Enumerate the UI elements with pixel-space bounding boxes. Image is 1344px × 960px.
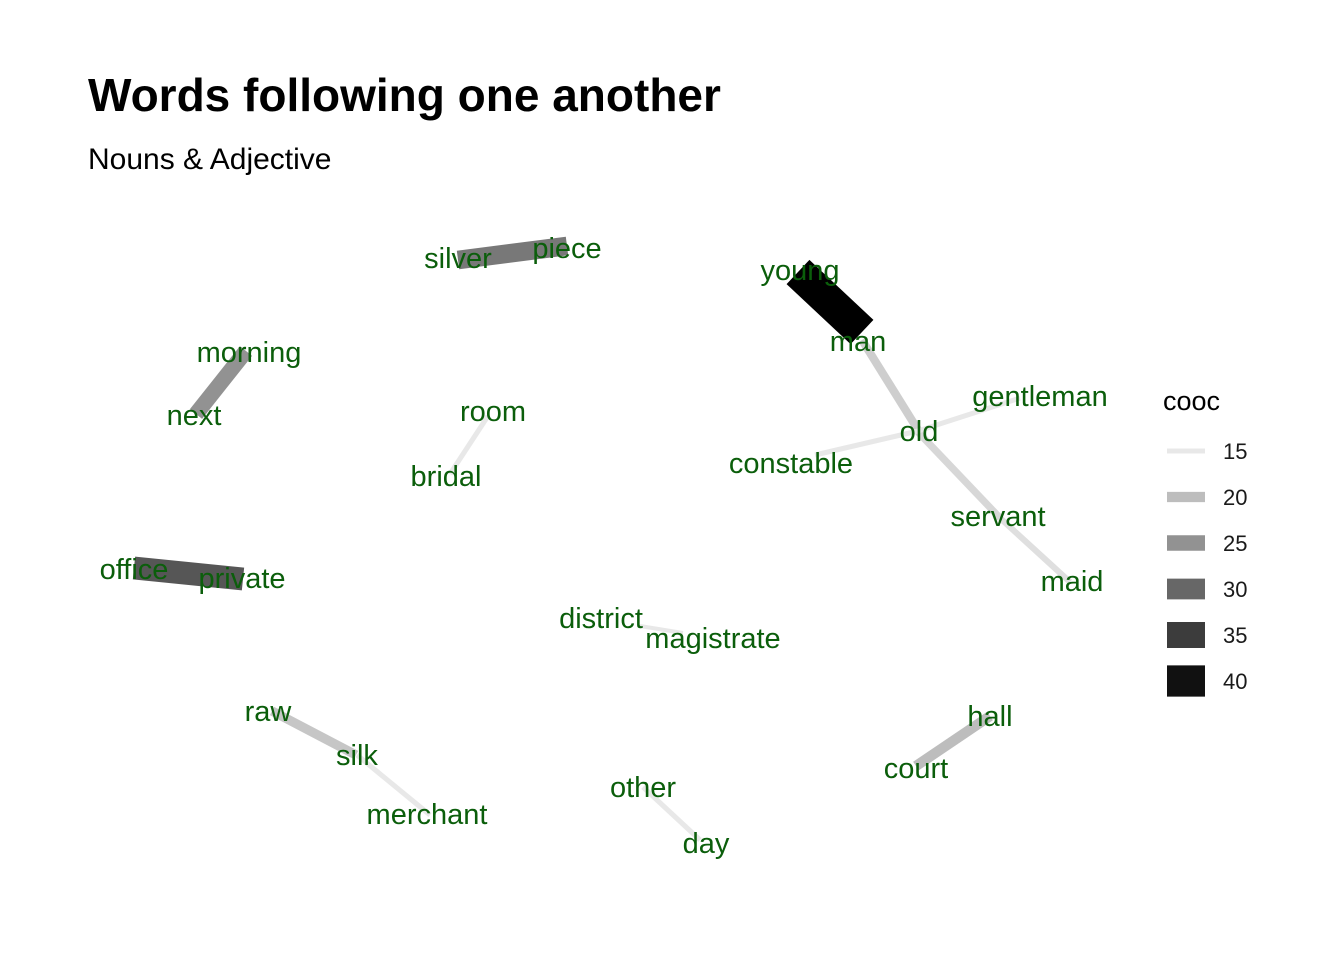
node-label-layer: silver piece young man morning next room bridal… bbox=[100, 233, 1108, 860]
legend-label-35: 35 bbox=[1223, 623, 1247, 648]
node-label-piece: piece bbox=[532, 233, 601, 265]
node-label-silk: silk bbox=[336, 740, 378, 772]
chart-title: Words following one another bbox=[88, 69, 721, 121]
node-label-next: next bbox=[167, 400, 222, 432]
node-label-young: young bbox=[760, 255, 839, 287]
edge-servant-maid bbox=[997, 515, 1073, 585]
chart-subtitle: Nouns & Adjective bbox=[88, 143, 332, 176]
edge-other-day bbox=[641, 785, 702, 842]
node-label-man: man bbox=[830, 326, 886, 358]
node-label-old: old bbox=[900, 416, 939, 448]
legend-label-15: 15 bbox=[1223, 439, 1247, 464]
edge-raw-silk bbox=[269, 706, 359, 760]
node-label-morning: morning bbox=[197, 337, 302, 369]
legend-label-30: 30 bbox=[1223, 577, 1247, 602]
edge-morning-next bbox=[189, 346, 253, 419]
node-label-merchant: merchant bbox=[367, 799, 488, 831]
legend-label-40: 40 bbox=[1223, 669, 1247, 694]
node-label-servant: servant bbox=[950, 501, 1045, 533]
edge-office-private bbox=[132, 556, 245, 591]
legend-label-25: 25 bbox=[1223, 531, 1247, 556]
legend-label-20: 20 bbox=[1223, 485, 1247, 510]
node-label-day: day bbox=[683, 828, 730, 860]
node-label-magistrate: magistrate bbox=[645, 623, 780, 655]
node-label-maid: maid bbox=[1041, 566, 1104, 598]
legend-title: cooc bbox=[1163, 386, 1220, 416]
node-label-court: court bbox=[884, 753, 948, 785]
edge-old-gentleman bbox=[917, 395, 1021, 434]
node-label-raw: raw bbox=[245, 696, 293, 728]
edge-district-magistrate bbox=[639, 624, 684, 635]
node-label-constable: constable bbox=[729, 448, 853, 480]
node-label-private: private bbox=[198, 563, 285, 595]
node-label-silver: silver bbox=[424, 243, 492, 275]
node-label-bridal: bridal bbox=[411, 461, 482, 493]
node-label-office: office bbox=[100, 554, 169, 586]
edge-court-hall bbox=[913, 711, 993, 771]
edge-room-bridal bbox=[447, 414, 491, 476]
edge-young-man bbox=[786, 259, 874, 345]
edge-old-constable bbox=[814, 428, 919, 458]
edge-layer bbox=[132, 236, 1073, 842]
node-label-hall: hall bbox=[967, 701, 1012, 733]
node-label-gentleman: gentleman bbox=[972, 381, 1107, 413]
node-label-other: other bbox=[610, 772, 676, 804]
node-label-room: room bbox=[460, 396, 526, 428]
edge-silver-piece bbox=[456, 236, 569, 270]
node-label-district: district bbox=[559, 603, 643, 635]
edge-man-old bbox=[858, 337, 922, 433]
edge-old-servant bbox=[915, 429, 1003, 521]
edge-silk-merchant bbox=[355, 753, 432, 817]
